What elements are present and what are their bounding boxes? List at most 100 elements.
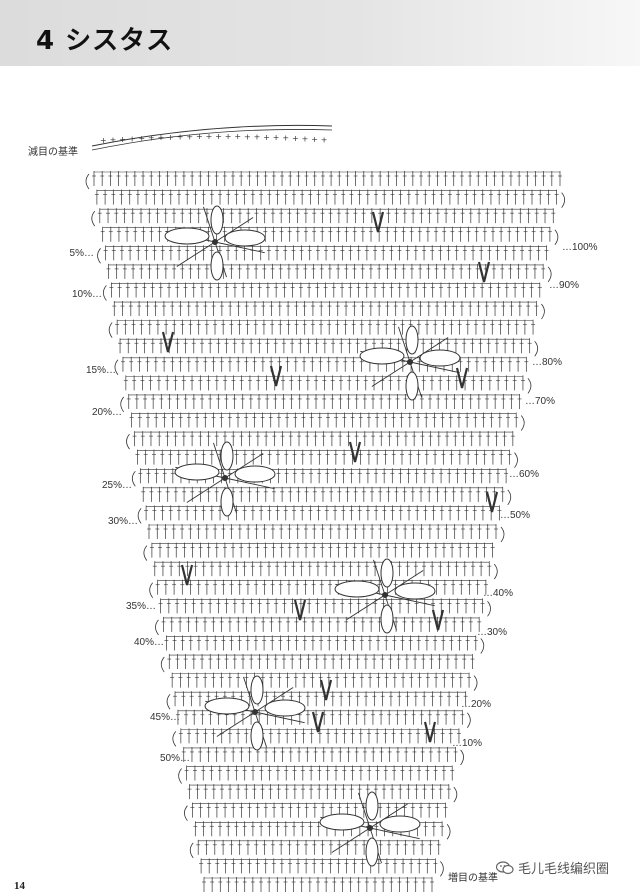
motif-petal	[405, 371, 419, 401]
stitch-plus: +	[273, 133, 280, 142]
motif-petal	[174, 463, 220, 481]
motif-spoke	[213, 442, 226, 479]
turning-chain	[541, 303, 545, 320]
left-pct-label: 50%…	[159, 753, 190, 764]
stitch-plus: +	[119, 135, 126, 144]
left-pct-label: 5%…	[69, 248, 94, 259]
motif-petal	[394, 582, 436, 600]
turning-chain	[189, 842, 194, 859]
stitch-plus: +	[225, 132, 232, 141]
page-title: 4 シスタス	[36, 26, 174, 56]
turning-chain	[160, 656, 165, 673]
decrease-mark	[348, 441, 362, 463]
motif-petal	[365, 791, 379, 821]
turning-chain	[487, 601, 491, 617]
motif-spoke	[203, 206, 216, 243]
motif-petal	[220, 487, 234, 517]
turning-chain	[108, 322, 113, 338]
stitch-plus: +	[100, 136, 107, 145]
motif-petal	[405, 325, 419, 355]
motif-spoke	[214, 241, 265, 254]
stitch-plus: +	[282, 134, 289, 143]
turning-chain	[85, 173, 90, 190]
motif-spoke	[243, 676, 256, 713]
left-pct-label: 15%…	[85, 365, 116, 376]
stitch-plus: +	[186, 132, 193, 141]
turning-chain	[500, 526, 505, 543]
motif-spoke	[409, 361, 460, 374]
motif-spoke	[409, 337, 449, 363]
motif-spoke	[224, 453, 264, 479]
right-pct-label: …80%	[532, 357, 563, 368]
motif-spoke	[369, 827, 420, 840]
left-pct-label: 30%…	[107, 516, 138, 527]
decrease-mark	[161, 331, 175, 353]
motif-petal	[380, 604, 394, 634]
right-pct-label: …100%	[562, 242, 598, 253]
decrease-mark	[180, 564, 194, 586]
page-number: 14	[14, 880, 25, 892]
motif-spoke	[254, 711, 305, 724]
motif-center	[407, 359, 413, 365]
motif-spoke	[371, 361, 411, 387]
motif-petal	[419, 349, 461, 367]
stitch-plus: +	[292, 134, 299, 143]
turning-chain	[561, 192, 566, 208]
decrease-mark	[455, 367, 469, 389]
left-pct-label: 25%…	[101, 480, 132, 491]
turning-chain	[120, 396, 125, 413]
right-pct-label: …20%	[461, 699, 492, 710]
stitch-plus: +	[196, 132, 203, 141]
decrease-mark	[319, 679, 333, 701]
motif-petal	[334, 580, 380, 598]
stitch-plus: +	[302, 134, 309, 143]
decrease-mark	[477, 261, 491, 283]
watermark-text: 毛儿毛线编织圈	[518, 862, 610, 877]
turning-chain	[102, 285, 107, 301]
turning-chain	[473, 675, 478, 691]
right-pct-label: …90%	[549, 280, 580, 291]
left-pct-label: 10%…	[71, 289, 102, 300]
stitch-plus: +	[321, 135, 328, 144]
stitch-plus: +	[138, 134, 145, 143]
watermark: 毛儿毛线编织圈	[496, 858, 609, 877]
motif-petal	[224, 229, 266, 247]
motif-spoke	[384, 594, 435, 607]
turning-chain	[137, 508, 142, 524]
motif-petal	[210, 251, 224, 281]
motif-center	[367, 825, 373, 831]
turning-chain	[520, 415, 525, 431]
motif-spoke	[176, 241, 216, 267]
chain-arc	[91, 129, 333, 151]
turning-chain	[453, 786, 458, 803]
right-pct-label: …40%	[483, 588, 514, 599]
turning-chain	[149, 582, 154, 598]
stitch-plus: +	[263, 133, 270, 142]
turning-chain	[166, 693, 171, 710]
motif-petal	[359, 347, 405, 365]
right-pct-label: …50%	[500, 510, 531, 521]
motif-petal	[319, 813, 365, 831]
left-pct-label: 20%…	[91, 407, 122, 418]
motif-center	[222, 475, 228, 481]
turning-chain	[507, 489, 512, 506]
motif-spoke	[358, 792, 371, 829]
stitch-plus: +	[234, 132, 241, 141]
stitch-plus: +	[244, 132, 251, 141]
stitch-plus: +	[148, 134, 155, 143]
turning-chain	[514, 452, 518, 468]
turning-chain	[460, 749, 464, 766]
motif-petal	[234, 465, 276, 483]
motif-spoke	[254, 687, 294, 713]
decrease-mark	[485, 491, 499, 513]
turning-chain	[131, 471, 136, 487]
turning-chain	[534, 340, 539, 357]
turning-chain	[97, 248, 101, 264]
motif-center	[252, 709, 258, 715]
stitch-plus: +	[110, 135, 117, 144]
turning-chain	[114, 359, 119, 376]
turning-chain	[184, 805, 188, 821]
stitch-plus: +	[215, 132, 222, 141]
motif-petal	[380, 558, 394, 588]
